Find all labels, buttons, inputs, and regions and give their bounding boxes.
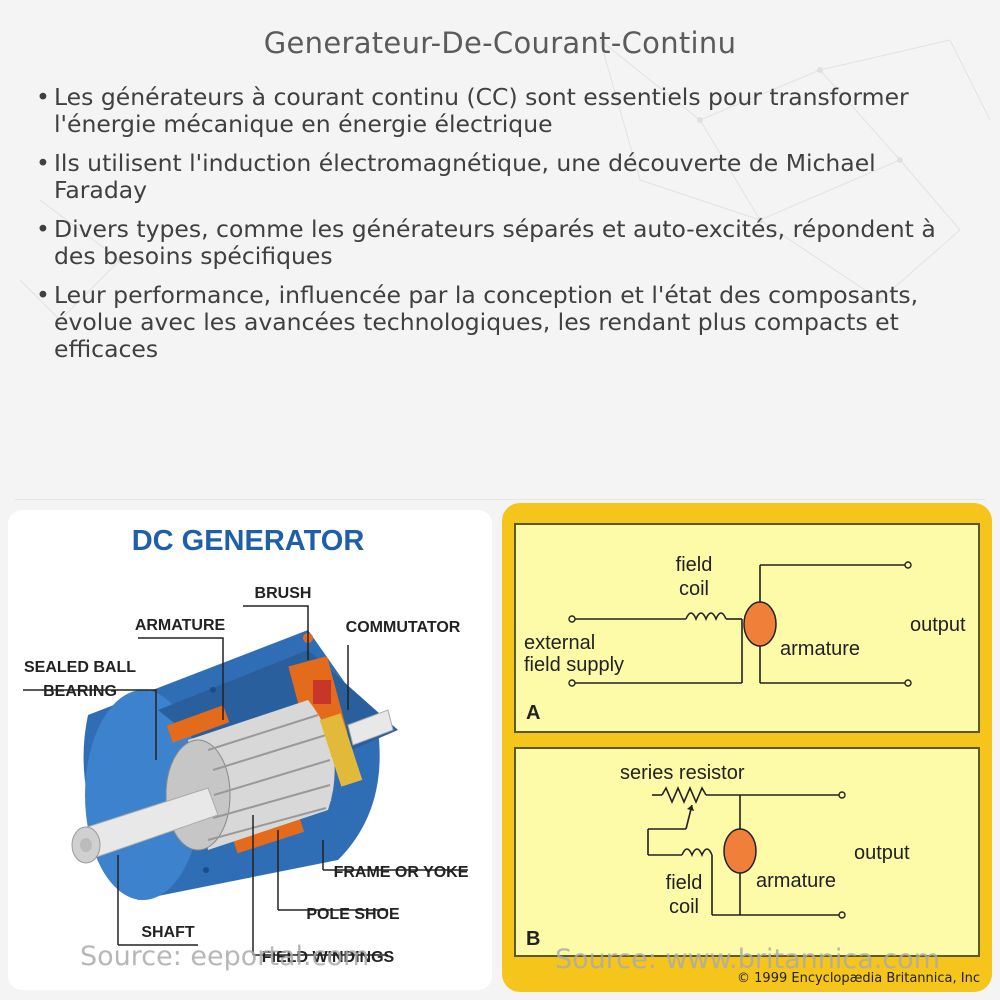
circuit-a-box: field coil external field supply armatur… bbox=[514, 523, 980, 733]
background-network-pattern bbox=[19, 38, 991, 321]
bullet-list: •Les générateurs à courant continu (CC) … bbox=[34, 84, 969, 375]
circuit-a-diagram: field coil external field supply armatur… bbox=[524, 554, 966, 724]
circuit-a-coil: coil bbox=[679, 578, 709, 600]
bullet-text: Les générateurs à courant continu (CC) s… bbox=[54, 83, 909, 138]
circuit-a-output: output bbox=[910, 614, 966, 636]
label-frame: FRAME OR YOKE bbox=[334, 864, 469, 881]
left-image-source: Source: eeportal.com bbox=[80, 941, 370, 972]
label-pole-shoe: POLE SHOE bbox=[306, 906, 400, 923]
right-image-source: Source: www.britannica.com bbox=[555, 944, 941, 975]
circuit-a-field-supply: field supply bbox=[524, 654, 624, 676]
bullet-item: •Leur performance, influencée par la con… bbox=[34, 282, 969, 363]
circuit-a-armature: armature bbox=[780, 638, 860, 660]
dc-generator-heading: DC GENERATOR bbox=[132, 525, 365, 557]
label-sealed-ball: SEALED BALL bbox=[24, 659, 136, 676]
bullet-marker: • bbox=[36, 83, 50, 111]
dc-generator-illustration: DC GENERATOR bbox=[23, 525, 469, 966]
circuit-diagram-image: field coil external field supply armatur… bbox=[502, 503, 992, 992]
bullet-text: Ils utilisent l'induction électromagnéti… bbox=[54, 149, 876, 204]
label-brush: BRUSH bbox=[255, 585, 312, 602]
bullet-item: •Divers types, comme les générateurs sép… bbox=[34, 216, 969, 270]
circuit-b-output: output bbox=[854, 842, 910, 864]
circuit-b-letter: B bbox=[526, 928, 540, 950]
circuit-b-coil: coil bbox=[669, 896, 699, 918]
circuit-b-field: field bbox=[666, 872, 703, 894]
circuit-a-letter: A bbox=[526, 702, 540, 724]
armature-b-symbol bbox=[723, 828, 757, 874]
circuit-b-series-resistor: series resistor bbox=[620, 762, 745, 784]
bullet-text: Leur performance, influencée par la conc… bbox=[54, 281, 919, 363]
generator-body bbox=[71, 630, 398, 900]
britannica-copyright: © 1999 Encyclopædia Britannica, Inc bbox=[737, 971, 980, 986]
label-bearing: BEARING bbox=[43, 683, 117, 700]
bullet-marker: • bbox=[36, 281, 50, 309]
label-commutator: COMMUTATOR bbox=[346, 619, 461, 636]
bullet-item: •Les générateurs à courant continu (CC) … bbox=[34, 84, 969, 138]
bullet-marker: • bbox=[36, 215, 50, 243]
section-divider bbox=[15, 499, 985, 500]
circuit-b-box: series resistor field coil armature outp… bbox=[514, 747, 980, 957]
circuit-b-armature: armature bbox=[756, 870, 836, 892]
bullet-item: •Ils utilisent l'induction électromagnét… bbox=[34, 150, 969, 204]
label-shaft: SHAFT bbox=[141, 924, 195, 941]
brush-block bbox=[313, 680, 331, 704]
page-title: Generateur-De-Courant-Continu bbox=[263, 26, 737, 60]
circuit-a-external: external bbox=[524, 632, 595, 654]
circuit-a-field: field bbox=[676, 554, 713, 576]
label-armature: ARMATURE bbox=[135, 617, 226, 634]
bullet-text: Divers types, comme les générateurs sépa… bbox=[54, 215, 936, 270]
armature-a-symbol bbox=[743, 601, 777, 647]
shaft bbox=[71, 709, 394, 864]
dc-generator-image: DC GENERATOR bbox=[8, 510, 492, 990]
label-field-windings: FIELD WINDINGS bbox=[262, 949, 395, 966]
bullet-marker: • bbox=[36, 149, 50, 177]
circuit-b-diagram: series resistor field coil armature outp… bbox=[526, 762, 910, 950]
